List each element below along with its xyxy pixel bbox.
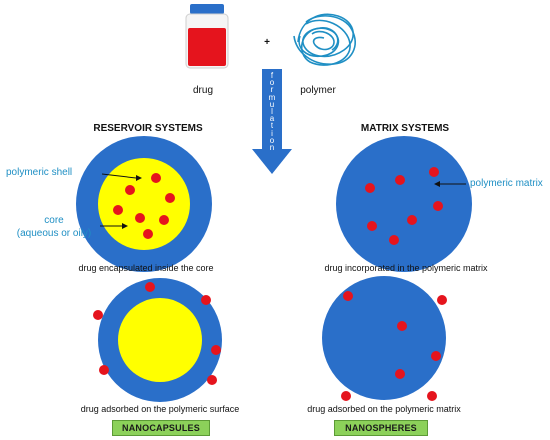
formulation-letter: l [271, 107, 273, 116]
formulation-letter: i [271, 128, 273, 138]
formulation-letter: o [269, 135, 275, 145]
drug-label: drug [192, 85, 214, 96]
caption-adsorbed-surface: drug adsorbed on the polymeric surface [80, 404, 240, 414]
polymer-label: polymer [300, 85, 336, 96]
nanocapsule-core-drug [76, 136, 212, 272]
shell-leader-line [101, 173, 137, 179]
plus-sign: + [264, 37, 270, 48]
formulation-letter: m [268, 92, 276, 102]
nanospheres-tag: NANOSPHERES [334, 420, 428, 436]
caption-adsorbed-matrix: drug adsorbed on the polymeric matrix [307, 404, 461, 414]
formulation-letter: a [269, 114, 275, 124]
formulation-letter: r [270, 85, 274, 95]
drug-vial-icon [185, 4, 229, 69]
caption-incorporated: drug incorporated in the polymeric matri… [324, 263, 488, 273]
nanosphere-surface-drug [322, 276, 447, 401]
reservoir-systems-heading: RESERVOIR SYSTEMS [93, 123, 203, 134]
nanosphere-matrix-drug [336, 136, 472, 272]
formulation-letter: t [270, 121, 274, 131]
polymeric-shell-label: polymeric shell [6, 167, 73, 178]
formulation-arrow [252, 69, 292, 174]
formulation-letter: u [269, 99, 275, 109]
core-sublabel: (aqueous or oily) [16, 228, 92, 239]
matrix-systems-heading: MATRIX SYSTEMS [360, 123, 450, 134]
polymer-scribble-icon [293, 13, 356, 66]
caption-encapsulated: drug encapsulated inside the core [78, 263, 214, 273]
core-label: core [44, 215, 64, 226]
formulation-letter: n [269, 143, 275, 152]
nanocapsules-tag: NANOCAPSULES [112, 420, 210, 436]
polymeric-matrix-label: polymeric matrix [470, 178, 543, 189]
nanocapsule-surface-drug [93, 278, 222, 402]
formulation-letter: f [270, 71, 274, 80]
formulation-letter: o [269, 78, 275, 88]
